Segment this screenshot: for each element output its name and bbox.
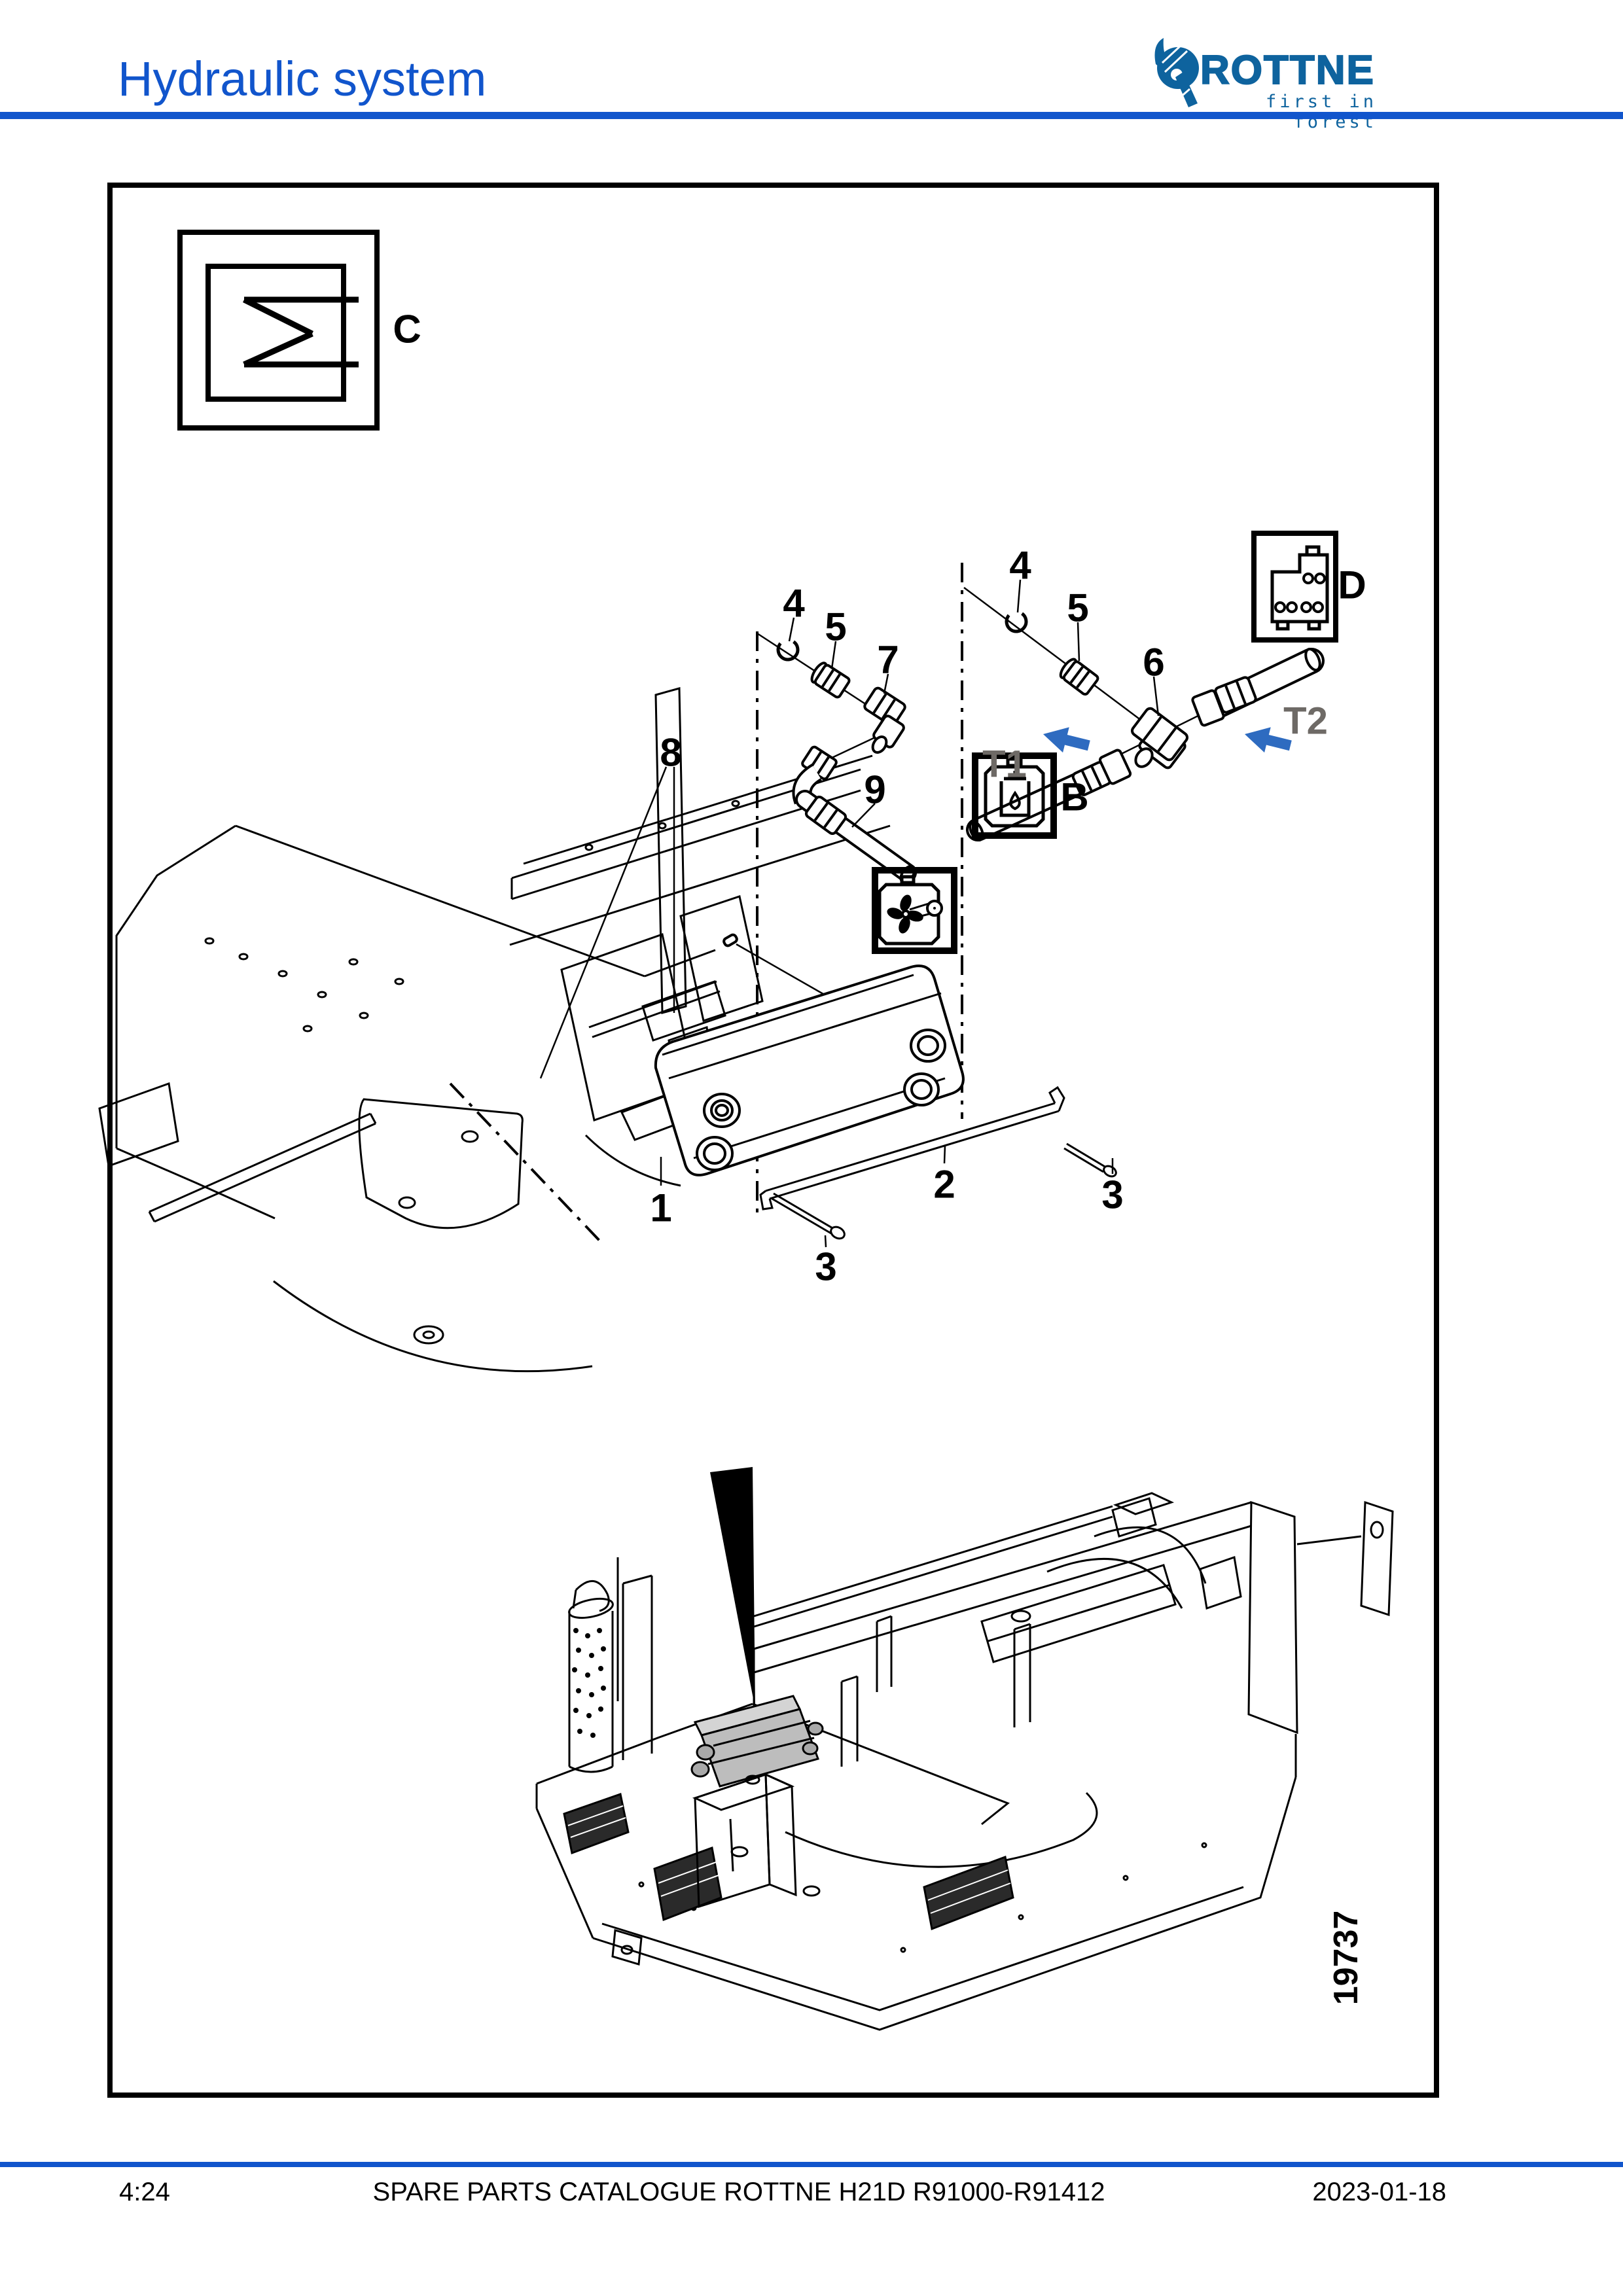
callout-label-t2: T2 xyxy=(1283,699,1328,743)
callout-label-7: 7 xyxy=(877,637,899,682)
callout-label-6: 6 xyxy=(1143,640,1165,684)
callout-label-3: 3 xyxy=(815,1245,837,1289)
callout-label-2: 2 xyxy=(933,1162,955,1207)
callout-label-d: D xyxy=(1338,563,1366,607)
logo-tagline: first in forest xyxy=(1265,92,1377,132)
callout-label-9: 9 xyxy=(864,768,886,812)
page-title: Hydraulic system xyxy=(118,52,487,106)
callout-label-8: 8 xyxy=(660,730,682,775)
callout-label-4: 4 xyxy=(783,581,805,626)
callout-label-5: 5 xyxy=(1067,586,1089,630)
header-rule xyxy=(0,112,1623,119)
footer-catalogue-title: SPARE PARTS CATALOGUE ROTTNE H21D R91000… xyxy=(372,2178,1105,2206)
callout-label-3: 3 xyxy=(1101,1173,1124,1217)
logo-wordmark: ROTTNE xyxy=(1200,47,1375,94)
footer-page-number: 4:24 xyxy=(119,2178,170,2206)
callout-label-5: 5 xyxy=(825,605,847,649)
footer-date: 2023-01-18 xyxy=(1312,2178,1446,2206)
rottne-logo: ROTTNE first in forest xyxy=(1150,31,1386,132)
rottne-r-icon xyxy=(1154,38,1199,107)
figure-number: 19737 xyxy=(1327,1910,1365,2005)
footer-rule xyxy=(0,2162,1623,2167)
figure-frame xyxy=(107,183,1439,2098)
callout-label-1: 1 xyxy=(650,1186,672,1230)
callout-label-c: C xyxy=(393,307,421,351)
callout-label-b: B xyxy=(1060,775,1089,819)
callout-label-t1: T1 xyxy=(982,743,1027,786)
callout-label-4: 4 xyxy=(1009,543,1031,588)
